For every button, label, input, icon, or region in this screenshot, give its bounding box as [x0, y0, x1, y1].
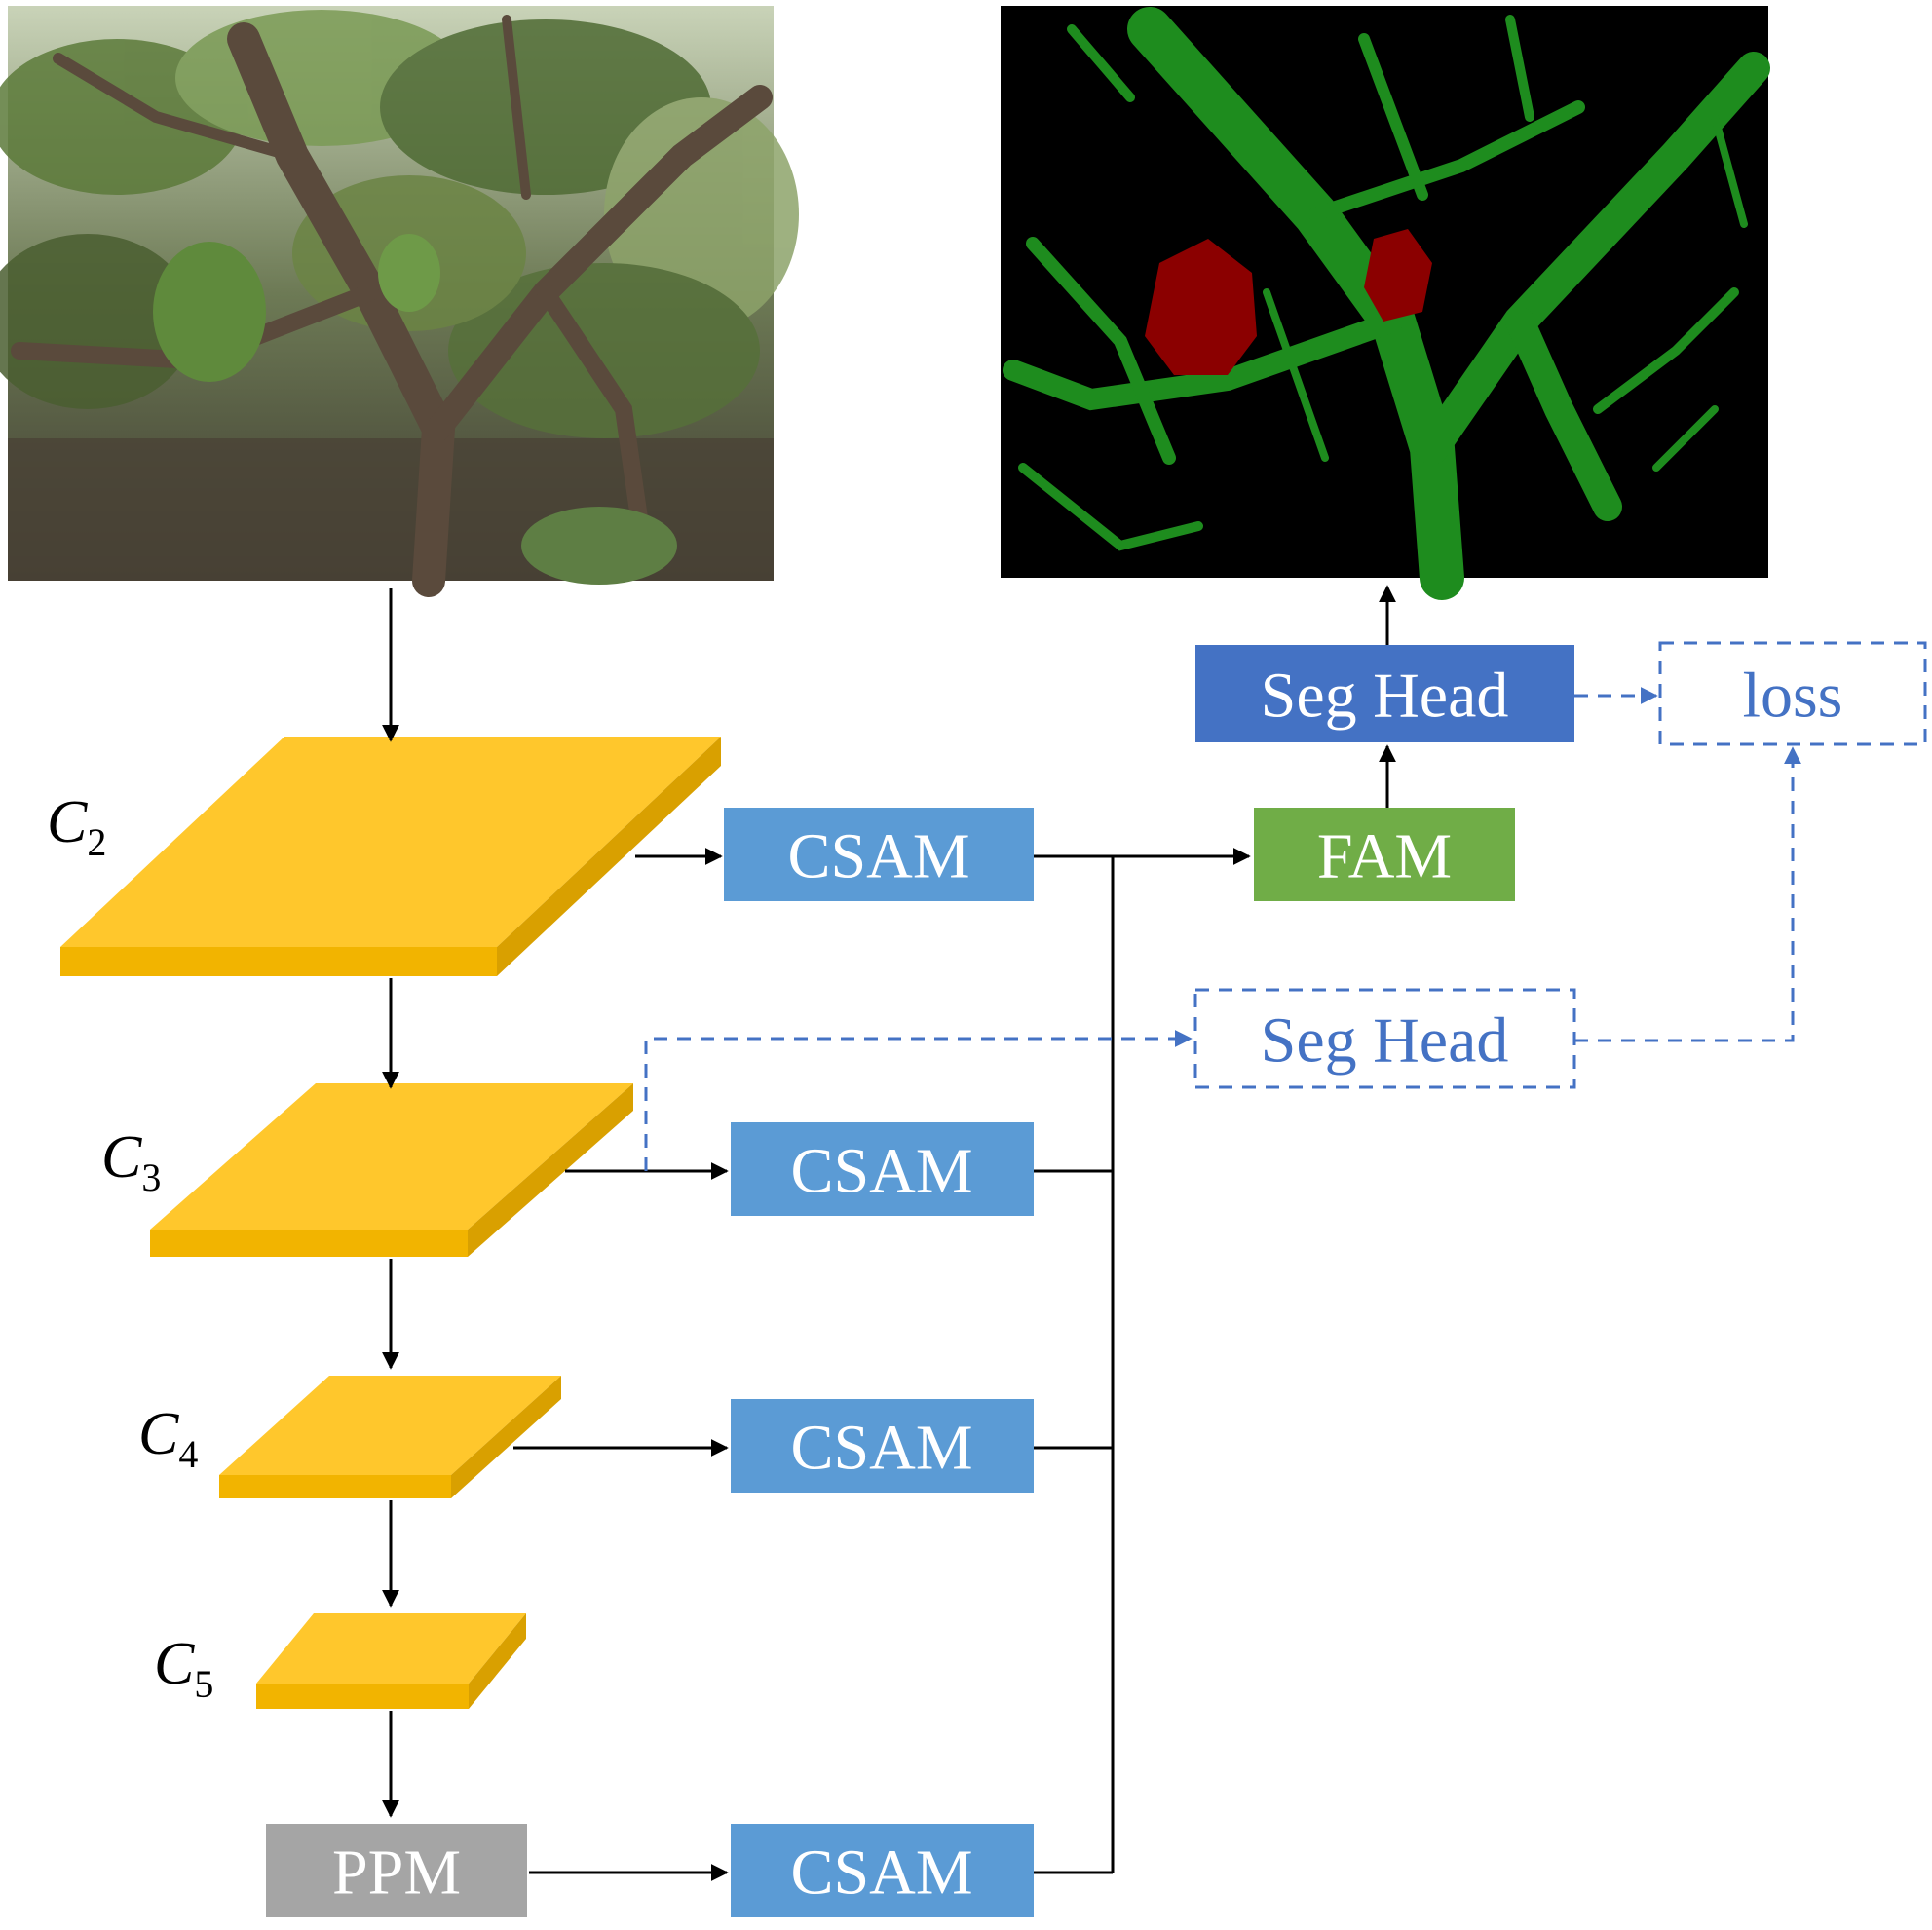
c3-to-aux-seghead-arrow — [644, 1030, 1193, 1171]
seg-head-label: Seg Head — [1261, 661, 1509, 732]
seg-head-box: Seg Head — [1195, 645, 1574, 742]
csam-label: CSAM — [787, 821, 969, 892]
fam-label: FAM — [1317, 821, 1452, 892]
input-image — [0, 6, 799, 597]
label-c5: C5 — [154, 1631, 213, 1706]
ppm-label: PPM — [332, 1837, 461, 1909]
csam-box-c2: CSAM — [724, 808, 1034, 901]
aggregation-bus — [1034, 848, 1251, 1874]
csam-box-ppm: CSAM — [731, 1824, 1034, 1917]
feature-map-c4 — [219, 1376, 561, 1498]
csam-label: CSAM — [790, 1837, 972, 1909]
loss-box: loss — [1658, 641, 1927, 746]
segmentation-output-image — [1001, 6, 1770, 600]
aux-seg-head-box: Seg Head — [1193, 988, 1576, 1089]
feature-map-c2 — [60, 737, 721, 976]
csam-label: CSAM — [790, 1413, 972, 1484]
csam-input-arrows — [513, 848, 729, 1881]
csam-box-c4: CSAM — [731, 1399, 1034, 1493]
feature-map-c3 — [150, 1083, 633, 1257]
feature-map-c5 — [256, 1613, 526, 1709]
label-c4: C4 — [138, 1401, 198, 1476]
aux-seg-head-label: Seg Head — [1261, 1005, 1509, 1077]
label-c3: C3 — [101, 1124, 161, 1199]
label-c2: C2 — [47, 789, 106, 864]
csam-box-c3: CSAM — [731, 1122, 1034, 1216]
aux-seghead-to-loss-arrow — [1574, 746, 1801, 1042]
csam-label: CSAM — [790, 1136, 972, 1207]
ppm-box: PPM — [266, 1824, 527, 1917]
loss-label: loss — [1743, 661, 1843, 732]
fam-box: FAM — [1254, 808, 1515, 901]
